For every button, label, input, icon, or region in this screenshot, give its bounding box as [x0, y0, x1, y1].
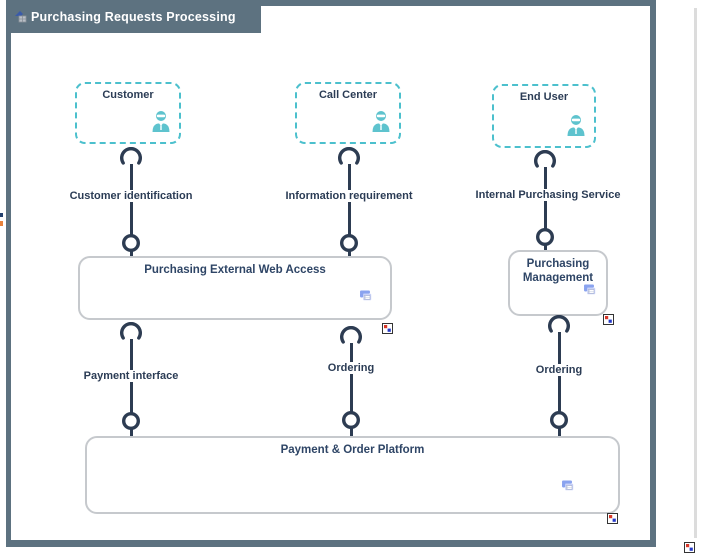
actor-customer[interactable]: Customer [75, 82, 181, 144]
connector-line[interactable] [543, 167, 547, 250]
composite-badge-icon[interactable] [382, 321, 393, 339]
application-service-icon [581, 281, 598, 303]
actor-call-center[interactable]: Call Center [295, 82, 401, 144]
connector-label[interactable]: Payment interface [80, 370, 182, 382]
connector-label[interactable]: Internal Purchasing Service [472, 189, 624, 201]
business-actor-icon [150, 110, 172, 138]
component-payment-order-platform[interactable]: Payment & Order Platform [85, 436, 620, 514]
actor-label: Call Center [318, 89, 378, 101]
connector-line[interactable] [129, 339, 133, 436]
component-label: Payment & Order Platform [280, 444, 425, 456]
diagram-icon [13, 10, 29, 24]
component-label: Purchasing Management [522, 258, 594, 285]
required-interface-socket[interactable] [338, 326, 364, 344]
application-service-icon [357, 287, 374, 309]
connector-line[interactable] [349, 343, 353, 436]
actor-end-user[interactable]: End User [492, 84, 596, 148]
connector-line[interactable] [129, 164, 133, 256]
provided-interface-ball[interactable] [121, 411, 141, 431]
provided-interface-ball[interactable] [339, 233, 359, 253]
component-purchasing-management[interactable]: Purchasing Management [508, 250, 608, 316]
diagram-title-tab[interactable]: Purchasing Requests Processing [6, 0, 261, 33]
required-interface-socket[interactable] [546, 315, 572, 333]
connector-label[interactable]: Ordering [324, 362, 378, 374]
provided-interface-ball[interactable] [121, 233, 141, 253]
business-actor-icon [565, 114, 587, 142]
business-actor-icon [370, 110, 392, 138]
component-label: Purchasing External Web Access [144, 264, 326, 276]
edge-artifact [0, 213, 3, 217]
composite-badge-icon[interactable] [684, 540, 695, 556]
required-interface-socket[interactable] [118, 147, 144, 165]
diagram-title: Purchasing Requests Processing [31, 9, 236, 24]
connector-label[interactable]: Customer identification [66, 190, 196, 202]
application-service-icon [559, 477, 576, 499]
required-interface-socket[interactable] [532, 150, 558, 168]
connector-label[interactable]: Ordering [532, 364, 586, 376]
required-interface-socket[interactable] [118, 322, 144, 340]
composite-badge-icon[interactable] [607, 511, 618, 529]
required-interface-socket[interactable] [336, 147, 362, 165]
actor-label: Customer [102, 89, 154, 101]
actor-label: End User [519, 91, 569, 103]
provided-interface-ball[interactable] [535, 227, 555, 247]
composite-badge-icon[interactable] [603, 312, 614, 330]
provided-interface-ball[interactable] [341, 410, 361, 430]
edge-artifact [0, 221, 3, 226]
connector-label[interactable]: Information requirement [282, 190, 416, 202]
connector-line[interactable] [557, 332, 561, 436]
scrollbar[interactable] [694, 8, 697, 538]
component-purchasing-external-web-access[interactable]: Purchasing External Web Access [78, 256, 392, 320]
connector-line[interactable] [347, 164, 351, 256]
provided-interface-ball[interactable] [549, 410, 569, 430]
